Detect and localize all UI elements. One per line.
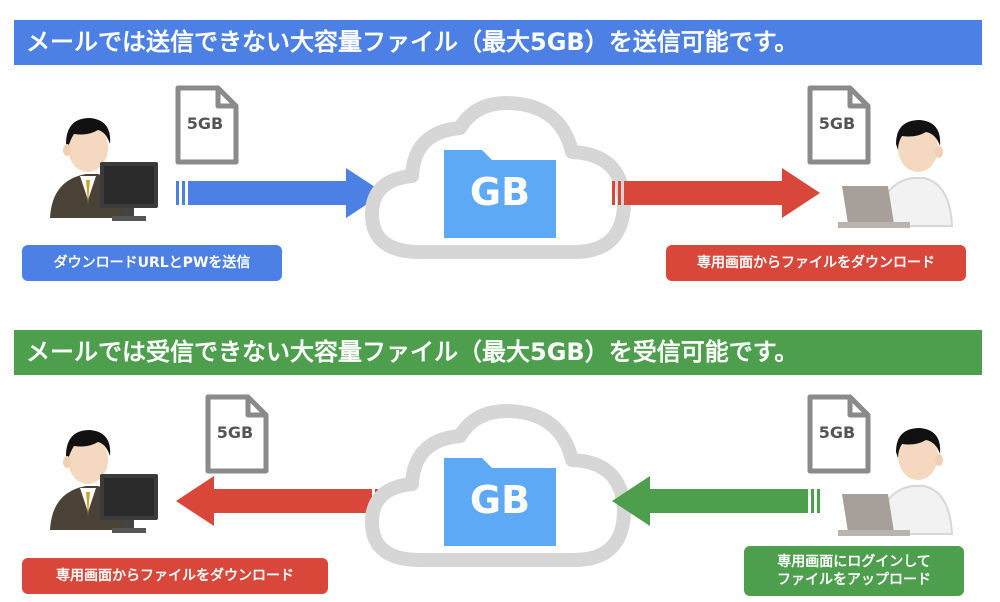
section2-banner: メールでは受信できない大容量ファイル（最大5GB）を受信可能です。 bbox=[14, 330, 982, 375]
casual-user-laptop-icon bbox=[838, 108, 968, 238]
office-worker-desktop-icon bbox=[40, 100, 170, 230]
cloud-icon: GB bbox=[360, 400, 640, 590]
download-from-screen-label: 専用画面からファイルをダウンロード bbox=[22, 558, 328, 594]
download-from-screen-label: 専用画面からファイルをダウンロード bbox=[666, 245, 966, 281]
office-worker-desktop-icon bbox=[40, 412, 170, 542]
document-size-label: 5GB bbox=[818, 423, 856, 442]
folder-icon-label: GB bbox=[469, 478, 531, 522]
document-size-label: 5GB bbox=[818, 114, 856, 133]
folder-icon-label: GB bbox=[469, 170, 531, 214]
send-url-pw-label: ダウンロードURLとPWを送信 bbox=[22, 245, 282, 281]
cloud-icon: GB bbox=[360, 92, 640, 282]
section1-banner: メールでは送信できない大容量ファイル（最大5GB）を送信可能です。 bbox=[14, 20, 982, 65]
document-icon: 5GB bbox=[806, 393, 874, 475]
document-icon: 5GB bbox=[204, 393, 272, 475]
login-upload-label: 専用画面にログインして ファイルをアップロード bbox=[744, 546, 964, 596]
arrow-icon bbox=[612, 476, 820, 526]
document-size-label: 5GB bbox=[216, 423, 254, 442]
casual-user-laptop-icon bbox=[838, 416, 968, 546]
arrow-icon bbox=[612, 168, 820, 218]
document-icon: 5GB bbox=[174, 84, 242, 166]
arrow-icon bbox=[176, 168, 384, 218]
login-upload-line2: ファイルをアップロード bbox=[777, 572, 931, 588]
login-upload-line1: 専用画面にログインして bbox=[777, 554, 931, 570]
arrow-icon bbox=[176, 476, 384, 526]
document-size-label: 5GB bbox=[186, 114, 224, 133]
document-icon: 5GB bbox=[806, 84, 874, 166]
